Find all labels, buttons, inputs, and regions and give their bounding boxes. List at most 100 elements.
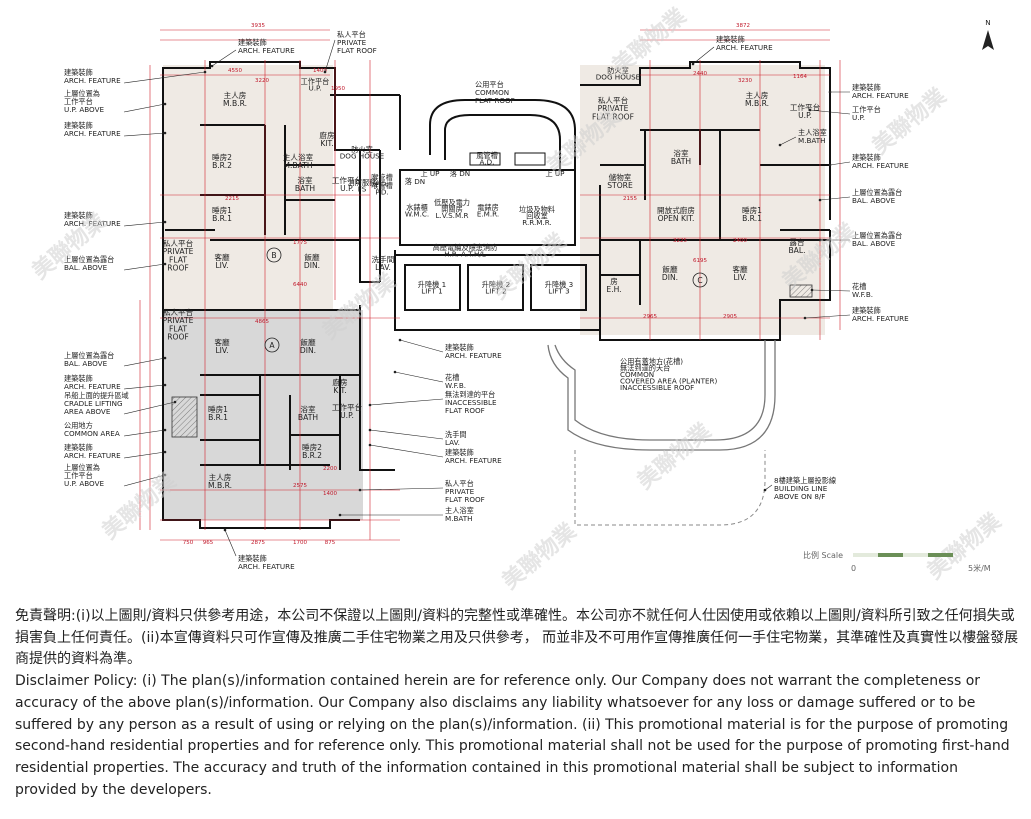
core-label-line: W.M.C. [405, 210, 429, 219]
room-c-line: M.B.R. [745, 99, 769, 108]
leader-line [123, 71, 206, 84]
leader-line [692, 46, 715, 65]
left-callout-line: 上層位置為 [64, 89, 100, 98]
room-b-line: 睡房2 [212, 152, 232, 162]
room-a-line: 廚房 [332, 377, 347, 387]
leader-dot [818, 198, 822, 202]
leader-line [123, 221, 166, 227]
unit-c-area [580, 65, 825, 335]
dimension-text: 2965 [643, 314, 657, 320]
leader-line [764, 484, 773, 491]
leader-dot [778, 143, 782, 147]
leader-line [779, 136, 797, 146]
left-callout-line: 公用地方 [64, 421, 93, 430]
room-a-line: 私人平台 [163, 307, 194, 317]
left-callout-line: 建築裝飾 [64, 68, 93, 77]
top-private-roof-line: PRIVATE [337, 38, 367, 47]
core-label-line: 風管槽 [476, 151, 498, 160]
left-callout-line: 吊船上面的提升區域 [64, 391, 129, 400]
room-a-line: PRIVATE [163, 316, 194, 325]
dimension-text: 4550 [228, 68, 242, 74]
right-callout-line: 花槽 [852, 282, 866, 291]
top-common-roof-line: COMMON [475, 88, 509, 97]
core-label-line: 升降機 1 [418, 280, 446, 289]
left-callout-line: U.P. ABOVE [64, 479, 104, 488]
leader-dot [763, 488, 767, 492]
core-label-line: H.R. A.T.H/L [444, 250, 486, 259]
center-callout-line: 洗手間 [445, 430, 467, 439]
room-b-line: 睡房1 [212, 205, 232, 215]
room-c-line: PRIVATE [598, 104, 629, 113]
core-label-line: 落 DN [405, 177, 425, 186]
leader-dot [163, 102, 167, 106]
room-a-line: BATH [298, 413, 318, 422]
room-b-line: BATH [295, 184, 315, 193]
common-covered-area-outline [547, 340, 776, 451]
dimension-text: 4865 [255, 319, 269, 325]
left-callout-line: 上層位置為 [64, 463, 100, 472]
leader-dot [818, 238, 822, 242]
room-c-line: 露台 [789, 237, 805, 247]
center-callout-line: 無法到達的平台 [445, 390, 495, 399]
core-label-line: DOG HOUSE [340, 152, 385, 161]
dimension-text: 2905 [723, 314, 737, 320]
right-callout-line: ARCH. FEATURE [852, 161, 909, 170]
center-callout-line: INACCESSIBLE [445, 398, 497, 407]
room-c-line: 主人房 [746, 90, 769, 100]
center-callout-line: 建築裝飾 [445, 343, 474, 352]
top-feature-left-line: ARCH. FEATURE [238, 46, 295, 55]
room-c-line: BATH [671, 157, 691, 166]
leader-dot [810, 288, 814, 292]
room-c-line: 飯廳 [662, 264, 678, 274]
room-a-line: ROOF [167, 333, 189, 342]
dimension-text: 2215 [225, 196, 239, 202]
leader-line [809, 109, 851, 115]
center-callout-line: 主人浴室 [445, 506, 474, 515]
core-label-line: U.P. [308, 84, 321, 93]
room-b-line: LIV. [215, 261, 228, 270]
common-covered-label-line: INACCESSIBLE ROOF [620, 383, 694, 392]
leader-dot [173, 400, 177, 404]
right-callout-line: 建築裝飾 [852, 153, 881, 162]
dimension-text: 6440 [293, 282, 307, 288]
left-callout-line: 建築裝飾 [64, 121, 93, 130]
room-b-line: 私人平台 [163, 238, 194, 248]
core-label-line: 開關房 [441, 205, 463, 214]
room-b-line: 洗手間 [372, 254, 395, 264]
core-label-line: 高壓電纜及隱患消防 [433, 243, 498, 252]
room-c-line: 浴室 [673, 148, 689, 158]
disclaimer-chinese: 免責聲明:(i)以上圖則/資料只供參考用途，本公司不保證以上圖則/資料的完整性或… [15, 608, 1019, 668]
room-a-line: 主人房 [209, 472, 232, 482]
scale-label: 比例 Scale [803, 550, 843, 560]
room-b-line: U.P. [340, 184, 354, 193]
center-callout-line: ARCH. FEATURE [445, 456, 502, 465]
leader-dot [398, 338, 402, 342]
north-label: N [985, 18, 990, 27]
right-callout-line: BAL. ABOVE [852, 196, 896, 205]
core-label-line: 喉管槽 [371, 173, 393, 182]
core-label-line: A.D. [480, 158, 495, 167]
core-label-line: P.D. [375, 188, 388, 197]
